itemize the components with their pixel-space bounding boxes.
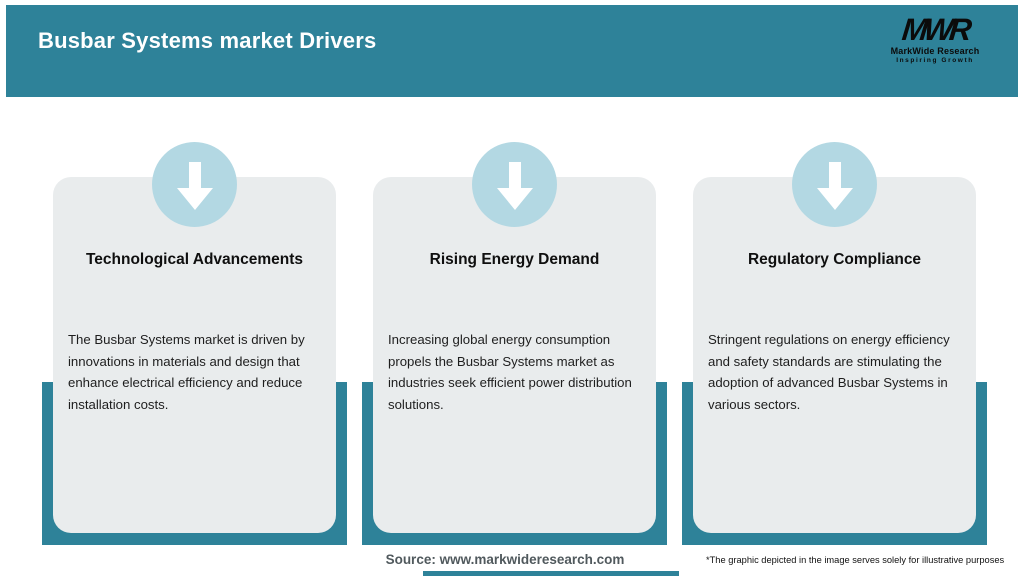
disclaimer-note: *The graphic depicted in the image serve…: [706, 555, 1005, 565]
down-arrow-icon: [176, 161, 213, 210]
card-title: Technological Advancements: [85, 251, 304, 268]
card-description: Increasing global energy consumption pro…: [388, 332, 632, 412]
source-line: Source: www.markwideresearch.com: [385, 552, 625, 567]
card-description: The Busbar Systems market is driven by i…: [68, 332, 305, 412]
logo-company-name: MarkWide Research: [890, 46, 980, 56]
page-title: Busbar Systems market Drivers: [38, 28, 377, 53]
header-bar: Busbar Systems market Drivers MWR MarkWi…: [6, 5, 1018, 97]
down-arrow-icon: [496, 161, 533, 210]
card-body-panel: Technological Advancements The Busbar Sy…: [53, 177, 336, 533]
card-body-panel: Regulatory Compliance Stringent regulati…: [693, 177, 976, 533]
card-title: Rising Energy Demand: [429, 251, 600, 268]
markwide-research-logo: MWR MarkWide Research Inspiring Growth: [880, 12, 990, 65]
arrow-badge: [792, 142, 877, 227]
source-underline-bar: [423, 571, 679, 576]
down-arrow-icon: [816, 161, 853, 210]
driver-card-rising-energy-demand: Rising Energy Demand Increasing global e…: [362, 142, 667, 545]
logo-tagline: Inspiring Growth: [896, 57, 974, 64]
arrow-badge: [152, 142, 237, 227]
arrow-badge: [472, 142, 557, 227]
card-title: Regulatory Compliance: [747, 251, 922, 268]
driver-card-technological-advancements: Technological Advancements The Busbar Sy…: [42, 142, 347, 545]
driver-card-regulatory-compliance: Regulatory Compliance Stringent regulati…: [682, 142, 987, 545]
card-description: Stringent regulations on energy efficien…: [708, 332, 950, 412]
logo-mwr-monogram: MWR: [900, 12, 970, 47]
card-body-panel: Rising Energy Demand Increasing global e…: [373, 177, 656, 533]
